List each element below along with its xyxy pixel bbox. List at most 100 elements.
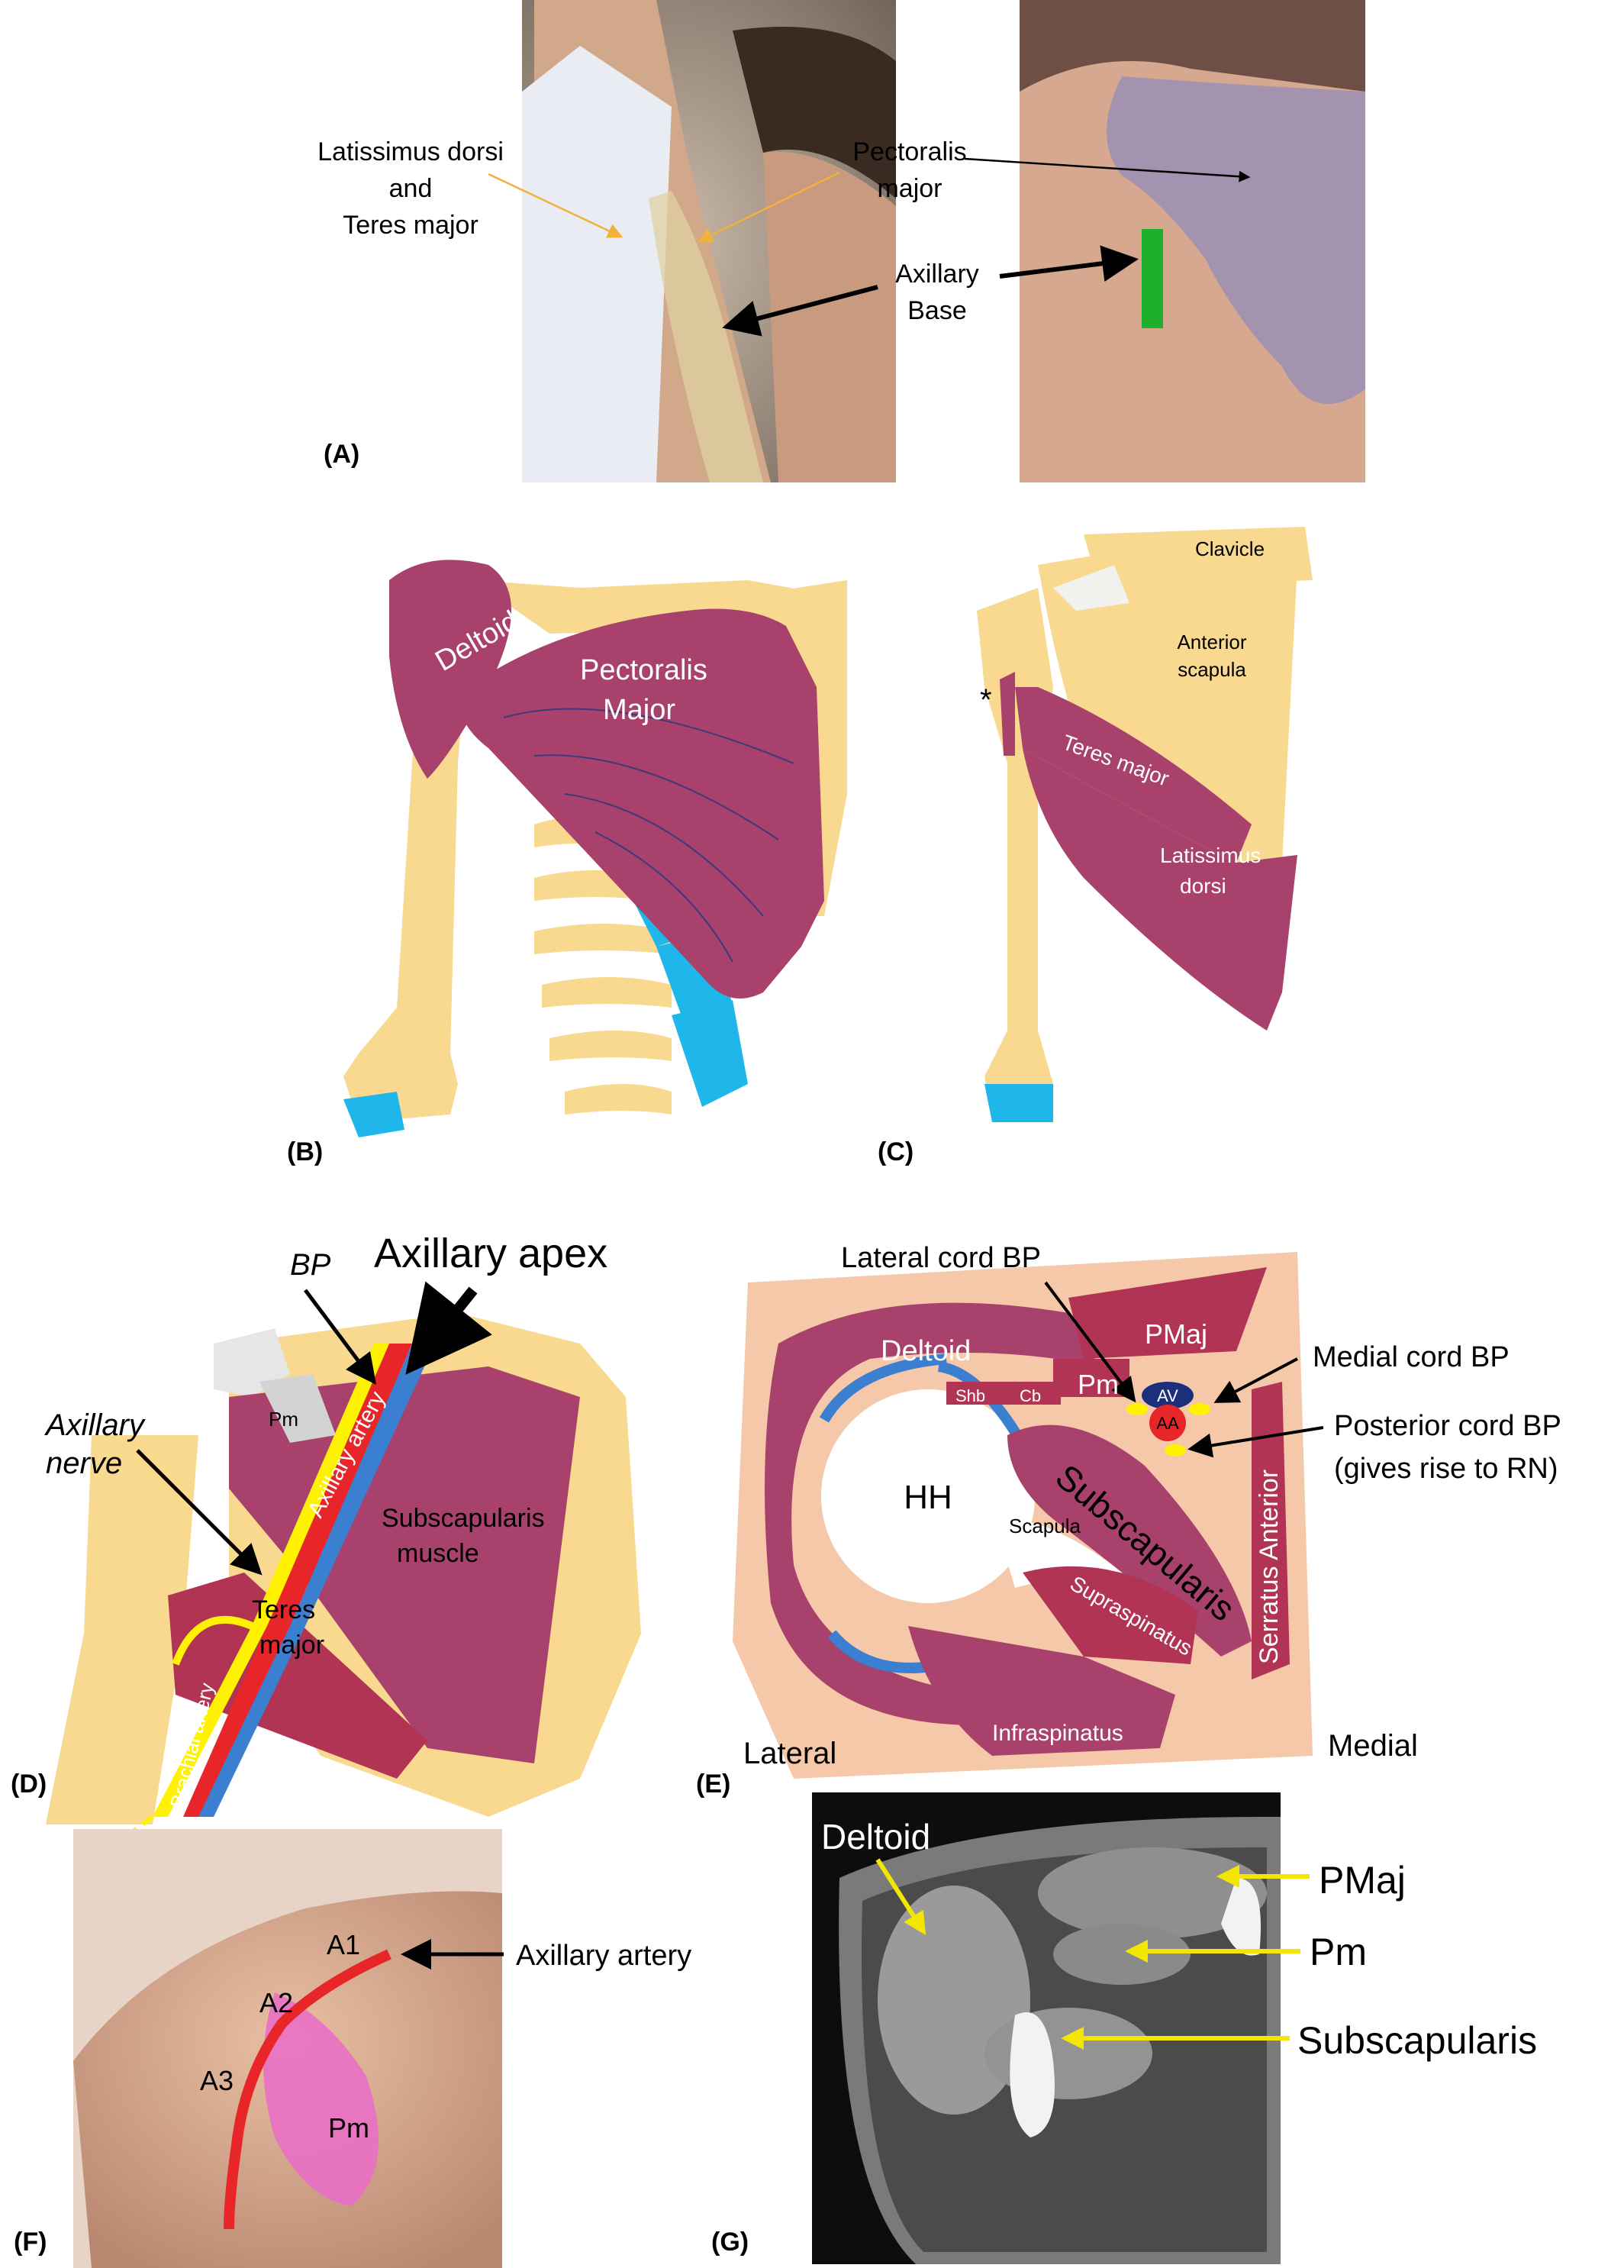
- panel-c-latissimus: [1023, 748, 1297, 1031]
- panel-c-asterisk-muscle: [1000, 672, 1015, 756]
- panel-a-base-label: Axillary: [895, 260, 979, 289]
- panel-d-subscap-label: Subscapularis: [382, 1504, 545, 1533]
- panel-a-axillary-base-marker: [1142, 229, 1163, 328]
- panel-g-subscap: [984, 2008, 1152, 2099]
- panel-e-av: [1142, 1382, 1194, 1409]
- panel-g-subscap-label: Subscapularis: [1297, 2019, 1537, 2062]
- panel-a-letter: (A): [324, 440, 359, 469]
- panel-f-pm: [263, 1992, 379, 2206]
- panel-d-apex-label: Axillary apex: [374, 1231, 607, 1276]
- panel-f-a2-label: A2: [259, 1987, 293, 2018]
- panel-c-lat-label: Latissimus: [1160, 844, 1261, 867]
- panel-e-posterior-cord-label: Posterior cord BP: [1334, 1410, 1561, 1442]
- panel-e-lateral-cord-arrow: [1044, 1281, 1136, 1403]
- panel-e-shb: [946, 1382, 1007, 1405]
- panel-g-deltoid-label: Deltoid: [821, 1817, 930, 1857]
- panel-d-bp-label: BP: [290, 1248, 331, 1282]
- panel-d-teres-label-2: major: [259, 1631, 324, 1660]
- panel-c-lat-label-2: dorsi: [1180, 874, 1226, 898]
- panel-a-hair: [733, 27, 896, 198]
- panel-g-deltoid-arrow: [875, 1858, 926, 1936]
- panel-f-letter: (F): [14, 2228, 47, 2257]
- panel-e-supraspinatus: [1023, 1566, 1198, 1664]
- panel-b-pec-label-2: Major: [603, 694, 675, 726]
- panel-a-lat-label-3: Teres major: [343, 211, 478, 240]
- panel-d-letter: (D): [11, 1770, 47, 1799]
- panel-d-axillary-artery: [183, 1344, 412, 1817]
- panel-e-humeral-head: [821, 1389, 1035, 1603]
- panel-a-sheet: [522, 46, 672, 482]
- panel-g-bone-1: [1010, 2012, 1055, 2137]
- panel-b-pectoralis-major: [458, 608, 824, 999]
- panel-g: Deltoid PMaj Pm Subscapularis (G): [711, 1792, 1537, 2264]
- panel-g-pm-label: Pm: [1310, 1931, 1367, 1973]
- panel-f-a1-label: A1: [327, 1929, 360, 1960]
- panel-c-coracoid: [1053, 565, 1129, 611]
- panel-e-lateral-label: Lateral: [743, 1737, 836, 1770]
- panel-c-letter: (C): [878, 1137, 914, 1166]
- panel-a-pec-arrow-right: [964, 157, 1251, 182]
- panel-e-pm-label: Pm: [1078, 1369, 1119, 1400]
- panel-e-aa-label: AA: [1156, 1414, 1179, 1433]
- panel-c-asterisk: *: [980, 683, 992, 717]
- panel-e-serratus-label: Serratus Anterior: [1255, 1470, 1284, 1664]
- panel-e-cb-label: Cb: [1020, 1386, 1041, 1405]
- panel-c-scapula: [1038, 550, 1297, 870]
- panel-b-letter: (B): [287, 1137, 323, 1166]
- panel-e-letter: (E): [696, 1770, 730, 1799]
- panel-a-base-arrow-left: [722, 285, 878, 337]
- panel-e-deltoid: [765, 1302, 1099, 1725]
- panel-e-lateral-cord: [1126, 1403, 1148, 1415]
- panel-d-axillary-nerve: [172, 1615, 253, 1666]
- panel-d-pm-label: Pm: [269, 1408, 298, 1431]
- panel-e: Lateral cord BP Medial cord BP Posterior…: [696, 1242, 1561, 1799]
- panel-f: A1 A2 A3 Pm Axillary artery (F): [14, 1829, 691, 2268]
- panel-d-humerus: [46, 1435, 198, 1824]
- panel-c-humerus: [977, 588, 1053, 1122]
- panel-e-posterior-cord: [1165, 1444, 1186, 1457]
- panel-d-ax-nerve-arrow: [136, 1449, 263, 1576]
- panel-e-hh-label: HH: [904, 1479, 952, 1516]
- panel-a-neck: [763, 151, 896, 482]
- panel-c-teres-major: [1015, 687, 1252, 863]
- panel-g-pm: [1053, 1924, 1191, 1985]
- panel-d-ax-nerve-label-2: nerve: [46, 1447, 122, 1480]
- panel-e-cb: [1007, 1382, 1061, 1405]
- panel-e-medial-cord-label: Medial cord BP: [1313, 1341, 1510, 1373]
- panel-b-pec-label: Pectoralis: [580, 654, 707, 686]
- panel-e-serratus: [1252, 1382, 1290, 1679]
- panel-d-pm: [259, 1374, 336, 1443]
- panel-c-ant-scapula-label: Anterior: [1177, 631, 1246, 653]
- panel-a-base-label-2: Base: [907, 296, 967, 325]
- panel-f-pm-label: Pm: [328, 2112, 369, 2144]
- panel-e-av-label: AV: [1157, 1386, 1178, 1405]
- panel-a-lat-overlay: [649, 191, 763, 482]
- panel-e-pmaj: [1068, 1267, 1267, 1359]
- panel-e-lateral-cord-label: Lateral cord BP: [841, 1242, 1041, 1274]
- panel-d-axillary-vein: [198, 1344, 435, 1817]
- panel-e-medial-cord: [1189, 1403, 1210, 1415]
- panel-g-bone-2: [1221, 1878, 1261, 1956]
- panel-d-ax-nerve-label: Axillary: [44, 1408, 147, 1442]
- panel-a-lat-label-2: and: [389, 174, 433, 203]
- panel-d-apex-arrow: [405, 1281, 492, 1375]
- panel-c-clavicle-label: Clavicle: [1195, 537, 1265, 560]
- panel-b-fibers: [503, 708, 794, 963]
- panel-g-letter: (G): [711, 2228, 749, 2257]
- panel-g-pmaj: [1038, 1847, 1267, 1939]
- panel-b: Deltoid Pectoralis Major (B): [287, 560, 847, 1166]
- panel-e-scapula-label: Scapula: [1009, 1515, 1081, 1537]
- panel-f-a3-label: A3: [200, 2065, 234, 2096]
- panel-e-posterior-cord-arrow: [1187, 1426, 1324, 1458]
- panel-d-bp-arrow: [304, 1289, 376, 1385]
- panel-a-lat-arrow: [488, 173, 624, 238]
- panel-e-posterior-cord-label-2: (gives rise to RN): [1334, 1453, 1558, 1485]
- panel-a-base-arrow-right: [999, 245, 1139, 282]
- panel-d-acromion: [214, 1328, 290, 1397]
- panel-e-deltoid-label: Deltoid: [881, 1335, 971, 1367]
- panel-f-artery: [224, 1949, 392, 2230]
- panel-d-subscap-label-2: muscle: [397, 1539, 479, 1568]
- panel-e-infraspinatus-label: Infraspinatus: [992, 1721, 1123, 1746]
- panel-a-pec-arrow-left: [697, 171, 840, 243]
